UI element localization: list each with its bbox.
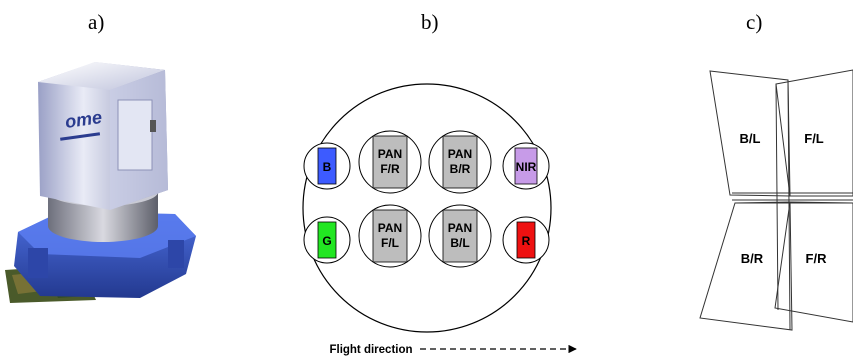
sensor-layout: B PAN F/R PAN B/R NIR G PAN bbox=[302, 83, 577, 356]
panel-label-b: b) bbox=[421, 10, 439, 34]
footprint-br bbox=[699, 201, 793, 331]
sensor-label-pan-bl-2: B/L bbox=[450, 236, 469, 250]
footprint-center-strip bbox=[775, 79, 791, 331]
sensor-label-pan-br-1: PAN bbox=[448, 147, 472, 161]
quadrant-label-fl: F/L bbox=[804, 131, 824, 146]
camera-photo: ome bbox=[5, 62, 196, 303]
sensor-cell-r: R bbox=[502, 216, 550, 264]
quadrant-label-fr: F/R bbox=[806, 251, 828, 266]
sensor-label-g: G bbox=[322, 234, 331, 248]
sensor-cell-pan-fl: PAN F/L bbox=[358, 204, 422, 268]
footprint-overlap-strip bbox=[732, 192, 853, 204]
sensor-label-pan-fl-2: F/L bbox=[381, 236, 399, 250]
footprint-diagram bbox=[699, 69, 853, 331]
flight-direction-label: Flight direction bbox=[329, 344, 412, 356]
sensor-cell-g: G bbox=[303, 216, 351, 264]
sensor-label-pan-br-2: B/R bbox=[450, 162, 471, 176]
sensor-outer-circle bbox=[302, 83, 552, 333]
panel-label-c: c) bbox=[746, 10, 763, 34]
quadrant-label-bl: B/L bbox=[740, 131, 761, 146]
sensor-cell-pan-br: PAN B/R bbox=[428, 130, 492, 194]
sensor-cell-pan-bl: PAN B/L bbox=[428, 204, 492, 268]
sensor-label-pan-fr-1: PAN bbox=[378, 147, 402, 161]
footprint-fl bbox=[775, 69, 853, 197]
quadrant-label-br: B/R bbox=[741, 251, 764, 266]
sensor-cell-b: B bbox=[303, 142, 351, 190]
sensor-label-b: B bbox=[323, 160, 332, 174]
sensor-label-pan-bl-1: PAN bbox=[448, 221, 472, 235]
sensor-cell-pan-fr: PAN F/R bbox=[358, 130, 422, 194]
sensor-cell-nir: NIR bbox=[502, 142, 550, 190]
sensor-label-pan-fl-1: PAN bbox=[378, 221, 402, 235]
sensor-label-pan-fr-2: F/R bbox=[380, 162, 400, 176]
sensor-label-r: R bbox=[522, 234, 531, 248]
sensor-label-nir: NIR bbox=[516, 160, 537, 174]
panel-label-a: a) bbox=[88, 10, 105, 34]
